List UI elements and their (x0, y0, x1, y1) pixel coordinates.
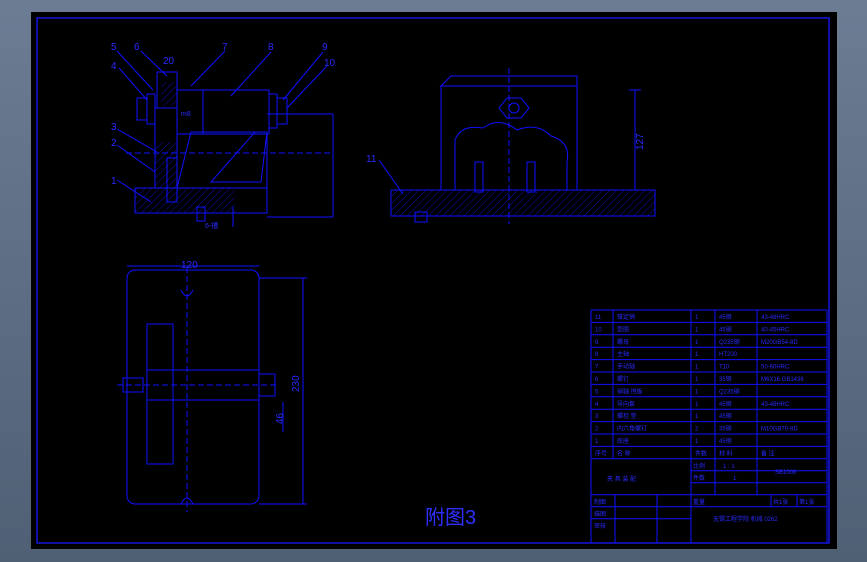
callout-10: 10 (324, 58, 336, 69)
bom-row-6-no: 6 (595, 377, 599, 383)
bom-row-3-name: 螺栓 垫 (617, 412, 637, 420)
bom-row-2-note: M10GB70-8D (761, 427, 798, 433)
dim-side-height: 127 (635, 133, 646, 150)
bom-row-11-note: 43-48HRC (761, 315, 790, 321)
callout-4: 4 (111, 61, 117, 72)
callout-3: 3 (111, 122, 117, 133)
checked-label: 描图 (594, 510, 606, 518)
bom-row-8-material: HT200 (719, 352, 738, 358)
bom-row-6-note: M6X16 GB1436 (761, 377, 804, 383)
side-view: 127 (390, 68, 656, 224)
bom-row-9-qty: 1 (695, 340, 699, 346)
bom-row-2-no: 2 (595, 427, 599, 433)
bom-row-9-material: Q235钢 (719, 338, 740, 346)
bom-row-11-qty: 1 (695, 315, 699, 321)
callout-1: 1 (111, 176, 117, 187)
school-name: 无锡工程学院 机械 0262 (713, 515, 778, 523)
weight-label: 重量 (693, 498, 705, 506)
bom-row-9-note: M20GB54-8D (761, 340, 798, 346)
bom-row-10-name: 垫圈 (617, 325, 629, 333)
bom-row-8-no: 8 (595, 352, 599, 358)
bom-row-1-material: 45钢 (719, 437, 732, 445)
bom-row-6-qty: 1 (695, 377, 699, 383)
dim-plan-offset: 46 (275, 412, 286, 424)
bom-row-4-material: 45钢 (719, 400, 732, 408)
bom-row-10-no: 10 (595, 327, 602, 333)
bom-row-11-name: 锥定销 (617, 313, 635, 321)
drawing-border (36, 17, 830, 544)
bom-row-11-no: 11 (595, 315, 602, 321)
callout-7: 7 (222, 42, 228, 53)
bolt-note: m8 (181, 111, 191, 118)
bom-header-no: 序号 (595, 449, 607, 457)
callout-8: 8 (268, 42, 274, 53)
bom-header-note: 备 注 (761, 449, 775, 457)
bom-row-2-qty: 2 (695, 427, 699, 433)
dim-plan-height: 230 (291, 375, 302, 392)
bom-row-5-no: 5 (595, 389, 599, 395)
bom-row-6-name: 螺钉 (617, 375, 629, 383)
drawn-label: 制图 (594, 498, 606, 506)
bom-row-4-name: 导向套 (617, 400, 635, 408)
plan-view: 120 230 46 (117, 260, 307, 512)
bom-row-7-name: 手动轴 (617, 363, 635, 371)
bom-row-10-qty: 1 (695, 327, 699, 333)
bom-row-1-qty: 1 (695, 439, 699, 445)
drawing-caption: 附图3 (425, 506, 476, 529)
bom-row-11-material: 45钢 (719, 313, 732, 321)
bom-row-7-material: T10 (719, 365, 730, 371)
ratio-value: 1 : 1 (723, 464, 735, 470)
bom-row-10-material: 45钢 (719, 325, 732, 333)
callout-labels: 1 2 3 4 5 6 7 8 9 10 11 20 m8 6-槽 (111, 42, 377, 230)
dim-top-width: 20 (163, 56, 175, 67)
callout-6: 6 (134, 42, 140, 53)
bom-row-1-name: 底座 (617, 437, 629, 445)
ratio-label: 比例 (693, 462, 705, 470)
bom-header-name: 名 称 (617, 449, 631, 457)
bom-row-5-qty: 1 (695, 389, 699, 395)
bom-row-10-note: 40-45HRC (761, 327, 790, 333)
dim-plan-width: 120 (181, 260, 198, 271)
bom-row-4-note: 43-48HRC (761, 402, 790, 408)
front-view (126, 71, 334, 227)
drawing-number: SB1006 (775, 470, 797, 476)
bom-header-qty: 件数 (695, 449, 707, 457)
bom-row-3-no: 3 (595, 414, 599, 420)
callout-9: 9 (322, 42, 328, 53)
total-label: 共1张 (773, 498, 788, 506)
bom-row-7-note: 50-60HRC (761, 365, 790, 371)
bom-row-7-qty: 1 (695, 365, 699, 371)
bom-row-2-name: 内六角螺钉 (617, 425, 647, 433)
bom-row-4-no: 4 (595, 402, 599, 408)
reviewed-label: 审核 (594, 522, 606, 530)
bom-row-9-no: 9 (595, 340, 599, 346)
bom-row-9-name: 螺母 (617, 338, 629, 346)
bom-row-6-material: 35钢 (719, 375, 732, 383)
bom-row-8-name: 主轴 (617, 350, 629, 358)
slot-note: 6-槽 (205, 221, 218, 230)
bom-row-1-no: 1 (595, 439, 599, 445)
bom-row-5-name: 销轴 挡板 (617, 387, 643, 395)
bom-row-3-qty: 1 (695, 414, 699, 420)
callout-11: 11 (366, 154, 377, 165)
drawing-sheet: 1 2 3 4 5 6 7 8 9 10 11 20 m8 6-槽 127 (31, 12, 837, 549)
bom-row-8-qty: 1 (695, 352, 699, 358)
callout-2: 2 (111, 138, 117, 149)
bom-row-4-qty: 1 (695, 402, 699, 408)
callout-5: 5 (111, 42, 117, 53)
sheets-value: 1 (733, 476, 737, 482)
sheet-label: 第1张 (799, 498, 814, 506)
bom-header-material: 材 料 (719, 449, 733, 457)
bom-row-2-material: 35钢 (719, 425, 732, 433)
bom-row-5-material: Q235钢 (719, 387, 740, 395)
title-name: 夹 具 装 配 (607, 475, 636, 483)
bom-row-3-material: 45钢 (719, 412, 732, 420)
cad-drawing: 1 2 3 4 5 6 7 8 9 10 11 20 m8 6-槽 127 (36, 17, 830, 544)
bom-row-7-no: 7 (595, 365, 599, 371)
sheets-label: 件数 (693, 474, 705, 482)
callouts-front (116, 50, 404, 203)
